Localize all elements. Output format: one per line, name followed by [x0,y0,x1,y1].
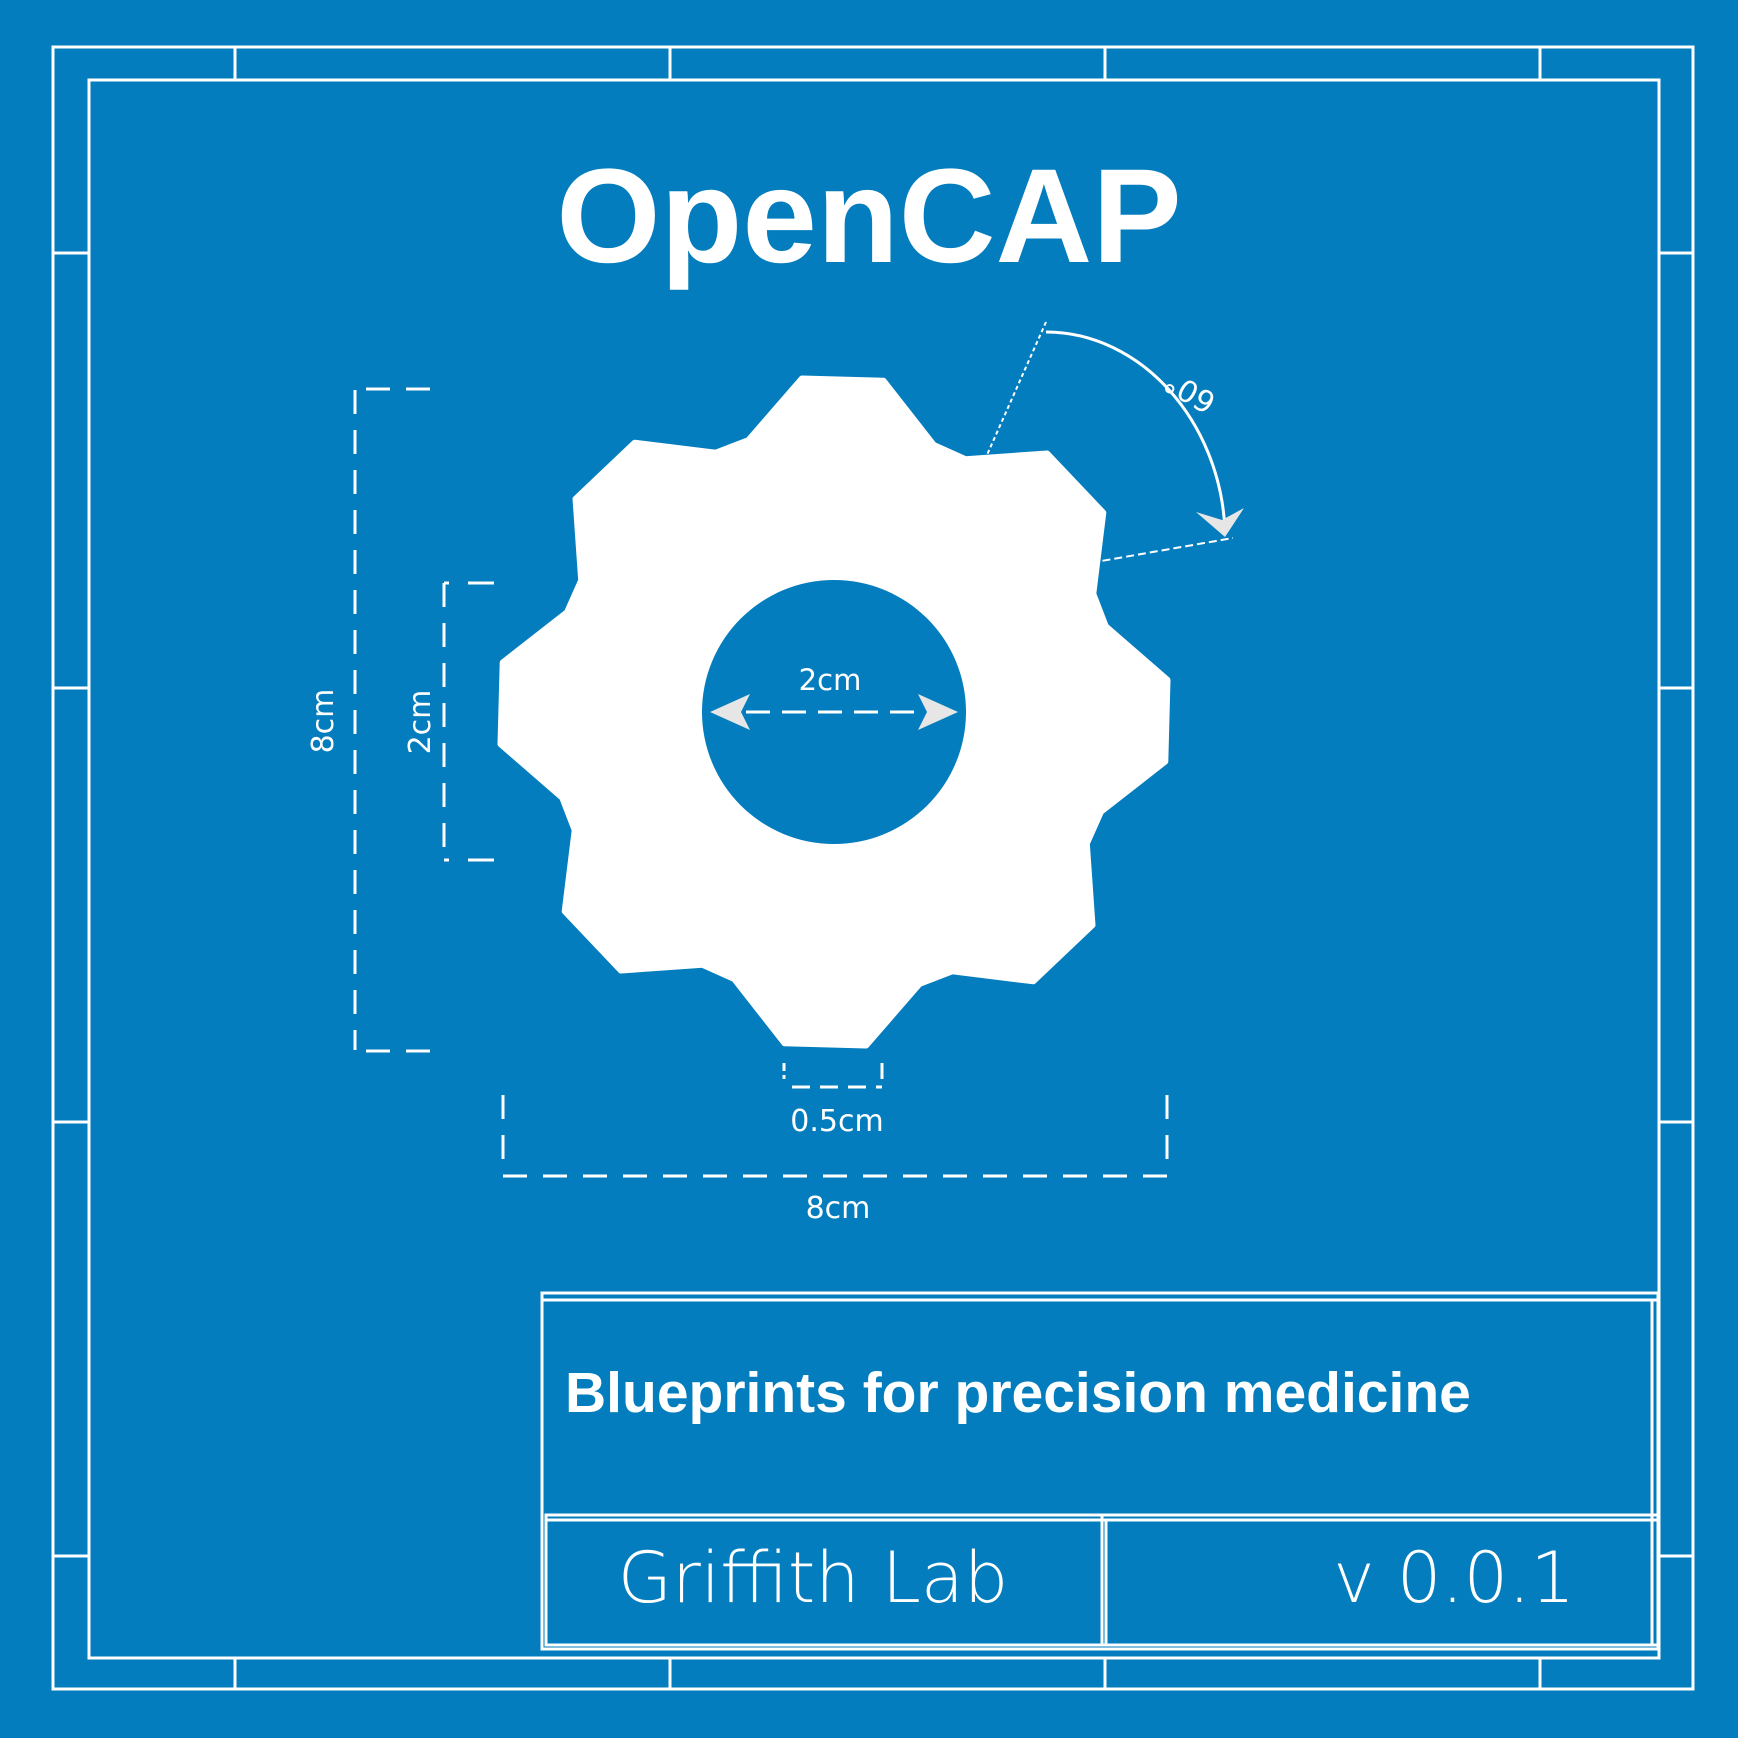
outer-height-label: 8cm [306,689,341,754]
lab-name: Griffith Lab [618,1537,1009,1619]
inner-height-label: 2cm [403,690,438,755]
arrow-left-icon [710,694,750,730]
tooth-width-label: 0.5cm [790,1104,883,1139]
tagline: Blueprints for precision medicine [565,1361,1471,1425]
angle-label: 60° [1158,363,1222,420]
outer-width-dimension [501,1095,1169,1178]
hole-dimension-label: 2cm [799,663,862,697]
title-block [540,1291,1660,1651]
version-label: v 0.0.1 [1333,1537,1575,1619]
page-title: OpenCAP [556,142,1181,291]
tooth-width-dimension [782,1063,884,1089]
inner-height-dimension [442,581,494,862]
outer-height-dimension [353,387,436,1053]
frame-border [51,45,1695,1691]
arrow-right-icon [918,694,958,730]
outer-width-label: 8cm [806,1191,871,1226]
arrow-down-icon [1196,508,1244,537]
hole-dimension: 2cm [710,663,958,730]
